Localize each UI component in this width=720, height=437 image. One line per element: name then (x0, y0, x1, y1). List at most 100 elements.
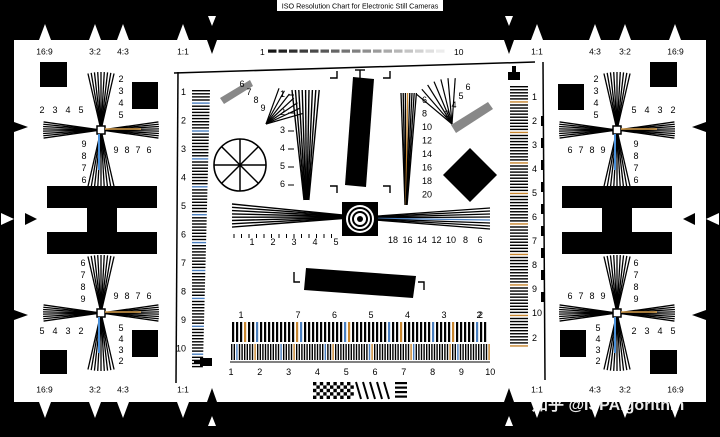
wedge-label: 3 (280, 125, 285, 135)
slanted-bar-upper-left (220, 80, 253, 104)
wedge-bar (510, 299, 528, 301)
wedge-label: 8 (463, 235, 468, 245)
wedge-bar (510, 125, 528, 128)
gray-scale-end: 10 (454, 47, 464, 57)
fan-line (265, 107, 301, 125)
fan-label: 3 (657, 105, 662, 115)
checker-stripe (395, 386, 407, 389)
scale-label: 2 (257, 367, 262, 377)
aspect-3-2-bottom-right: 3:2 (619, 385, 631, 395)
wedge-bar (192, 176, 208, 179)
fan-line (43, 121, 102, 131)
fan-label: 2 (631, 326, 636, 336)
wedge-bar (510, 226, 528, 228)
fan-label: 2 (670, 105, 675, 115)
wedge-bar (192, 300, 205, 303)
fan-line (100, 129, 159, 139)
frequency-bar (381, 344, 384, 360)
checker-cell (350, 392, 354, 396)
frequency-bar (303, 344, 306, 360)
burst-bar (252, 322, 255, 342)
frequency-bar (361, 344, 363, 360)
wedge-label: 1 (532, 92, 537, 102)
fan-label: 4 (451, 100, 456, 110)
gray-step (415, 49, 424, 53)
wedge-tick (541, 248, 544, 258)
wedge-label: 7 (181, 258, 186, 268)
aspect-1-1-top-right: 1:1 (531, 47, 543, 57)
frequency-bar (329, 344, 332, 360)
wedge-bar (510, 214, 528, 216)
frequency-bar (327, 344, 329, 360)
scale-label: 5 (344, 367, 349, 377)
burst-bar (432, 322, 435, 342)
wedge-bar (192, 291, 205, 293)
fan-label: 3 (595, 345, 600, 355)
gray-step (383, 49, 392, 53)
aspect-4-3-bottom-right: 4:3 (589, 385, 601, 395)
fan-line (559, 121, 618, 131)
fan-line (421, 88, 453, 125)
fan-line (440, 79, 453, 125)
wedge-bar (192, 164, 209, 166)
frequency-bar (374, 344, 376, 360)
wedge-label: 6 (532, 212, 537, 222)
burst-label: 7 (295, 310, 300, 320)
fan-center-box (96, 125, 106, 135)
checker-cell (343, 385, 347, 389)
wedge-bar (192, 341, 204, 343)
wedge-bar (192, 319, 205, 321)
wedge-bar (192, 266, 206, 269)
fan-label: 5 (118, 323, 123, 333)
fan-label: 8 (81, 151, 86, 161)
wedge-bar (510, 317, 528, 320)
gray-step (341, 49, 350, 53)
wedge-line (377, 218, 491, 227)
checker-cell (319, 395, 324, 399)
frequency-bar (397, 344, 399, 360)
wedge-bar (192, 207, 207, 210)
gray-step (373, 49, 382, 53)
frequency-bar (280, 344, 282, 360)
burst-bar (384, 322, 387, 342)
frequency-bar (267, 344, 269, 360)
wedge-label: 9 (181, 315, 186, 325)
aspect-4-3-bottom-left: 4:3 (117, 385, 129, 395)
wedge-line (231, 209, 343, 217)
fan-label: 9 (633, 139, 638, 149)
checker-cell (313, 395, 317, 399)
frequency-bar (371, 344, 373, 360)
gray-step (394, 49, 403, 53)
burst-bar (484, 322, 487, 342)
fan-label: 2 (118, 74, 123, 84)
fan-label: 9 (113, 291, 118, 301)
wedge-bar (192, 303, 205, 306)
fan-label: 7 (633, 163, 638, 173)
wedge-bar (510, 308, 528, 311)
aspect-16-9-top-left: 16:9 (36, 47, 53, 57)
checker-cell (319, 382, 324, 386)
wedge-tick (541, 270, 544, 280)
wedge-label: 10 (422, 122, 432, 132)
fan-line (616, 256, 631, 314)
black-square-top-right-inner (558, 84, 584, 110)
wedge-line (231, 213, 343, 218)
burst-label: 2 (476, 310, 481, 320)
wedge-label: 2 (270, 237, 275, 247)
wedge-bar (510, 201, 528, 204)
wedge-bar (510, 86, 528, 88)
checker-stripe (369, 381, 376, 400)
burst-bar (248, 322, 251, 342)
wedge-label: 4 (312, 237, 317, 247)
burst-bar (428, 322, 431, 342)
wedge-bar (510, 137, 528, 140)
fan-label: 4 (595, 334, 600, 344)
gray-step (404, 49, 413, 53)
burst-label: 6 (332, 310, 337, 320)
wedge-bar (192, 232, 207, 234)
wedge-label: 6 (280, 179, 285, 189)
checker-cell (333, 382, 337, 386)
wedge-bar (192, 350, 204, 352)
frequency-bar (472, 344, 475, 360)
burst-bar (376, 322, 379, 342)
